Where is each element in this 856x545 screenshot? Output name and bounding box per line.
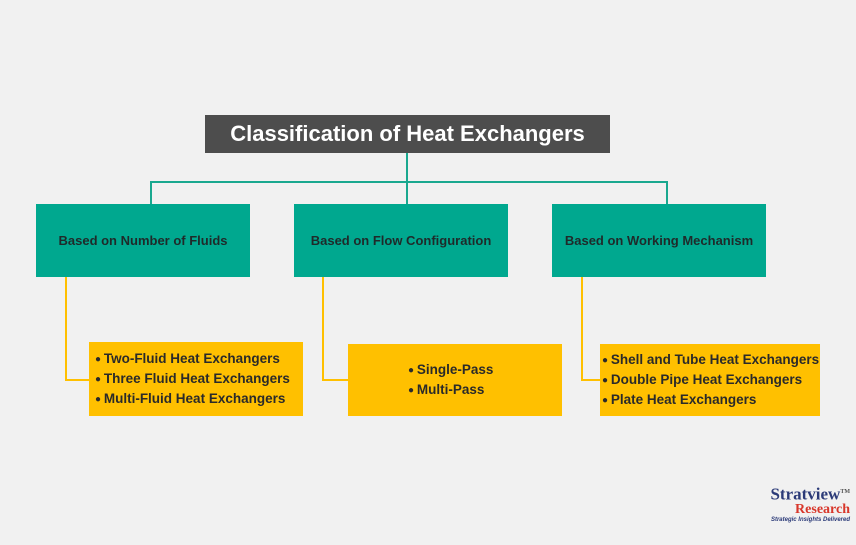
list-item: Three Fluid Heat Exchangers: [95, 369, 303, 389]
list-item: Single-Pass: [408, 360, 562, 380]
connector-leaf-1h: [65, 379, 89, 381]
logo-name: Stratview: [770, 484, 841, 504]
category-number-of-fluids: Based on Number of Fluids: [36, 204, 250, 277]
diagram-title: Classification of Heat Exchangers: [205, 115, 610, 153]
logo-tm: TM: [840, 489, 850, 495]
stratview-logo: StratviewTM Research Strategic Insights …: [745, 484, 850, 523]
category-label: Based on Working Mechanism: [564, 233, 754, 248]
leaf-box-flow: Single-Pass Multi-Pass: [348, 344, 562, 416]
leaf-box-fluids: Two-Fluid Heat Exchangers Three Fluid He…: [89, 342, 303, 416]
list-item: Plate Heat Exchangers: [602, 390, 820, 410]
category-working-mechanism: Based on Working Mechanism: [552, 204, 766, 277]
list-item: Double Pipe Heat Exchangers: [602, 370, 820, 390]
category-flow-configuration: Based on Flow Configuration: [294, 204, 508, 277]
list-item: Shell and Tube Heat Exchangers: [602, 350, 820, 370]
connector-leaf-3h: [581, 379, 600, 381]
connector-leaf-2: [322, 277, 324, 381]
connector-leaf-1: [65, 277, 67, 381]
connector-branch-1: [150, 181, 152, 204]
list-item: Multi-Fluid Heat Exchangers: [95, 389, 303, 409]
list-item: Multi-Pass: [408, 380, 562, 400]
connector-branch-3: [666, 181, 668, 204]
connector-branch-2: [406, 181, 408, 204]
connector-root: [406, 153, 408, 182]
list-item: Two-Fluid Heat Exchangers: [95, 349, 303, 369]
connector-leaf-3: [581, 277, 583, 381]
category-label: Based on Flow Configuration: [310, 233, 492, 248]
logo-sub: Research: [795, 501, 850, 517]
connector-leaf-2h: [322, 379, 348, 381]
category-label: Based on Number of Fluids: [58, 233, 228, 248]
connector-horizontal: [150, 181, 668, 183]
leaf-box-mechanism: Shell and Tube Heat Exchangers Double Pi…: [600, 344, 820, 416]
logo-tagline: Strategic Insights Delivered: [770, 516, 850, 523]
